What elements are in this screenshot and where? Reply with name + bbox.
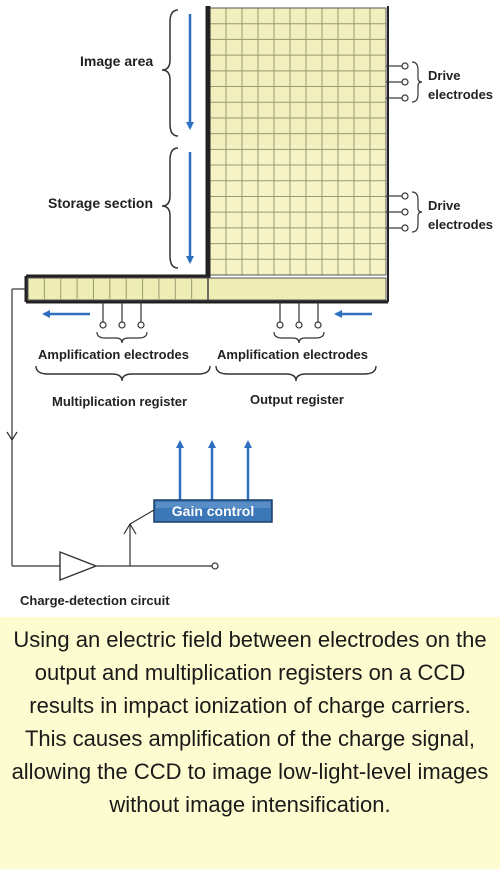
caption-text: Using an electric field between electrod… [11,627,489,817]
amplification-electrodes-right-label: Amplification electrodes [217,347,368,362]
drive-electrodes-bottom-label-2: electrodes [428,217,493,232]
image-area-grid [210,8,386,145]
drive-electrodes-top-label-2: electrodes [428,87,493,102]
storage-section-grid [210,145,386,275]
multiplication-register-label: Multiplication register [52,394,187,409]
drive-electrodes-bottom [386,191,423,233]
gain-control-arrows [176,440,252,500]
amplification-electrodes-right [273,302,325,344]
amplification-electrodes-left [96,302,148,344]
image-area-brace [161,9,179,137]
amplification-electrodes-left-label: Amplification electrodes [38,347,189,362]
storage-section-brace [161,147,179,269]
caption: Using an electric field between electrod… [0,617,500,869]
register-brace [35,365,377,382]
drive-electrodes-top-label: Drive [428,68,461,83]
drive-electrodes-top [386,61,423,103]
ccd-diagram: Image area Storage section Drive electro… [6,6,493,608]
ccd-array [205,6,387,278]
gain-control-label: Gain control [172,503,254,519]
output-register-label: Output register [250,392,344,407]
amplifier-symbol [59,550,98,582]
drive-electrodes-bottom-label: Drive [428,198,461,213]
storage-section-label: Storage section [48,195,153,211]
gain-control-box [153,499,273,523]
output-wire [6,288,212,567]
output-terminal [211,562,219,570]
charge-detection-circuit-label: Charge-detection circuit [20,593,170,608]
image-area-label: Image area [80,53,153,69]
